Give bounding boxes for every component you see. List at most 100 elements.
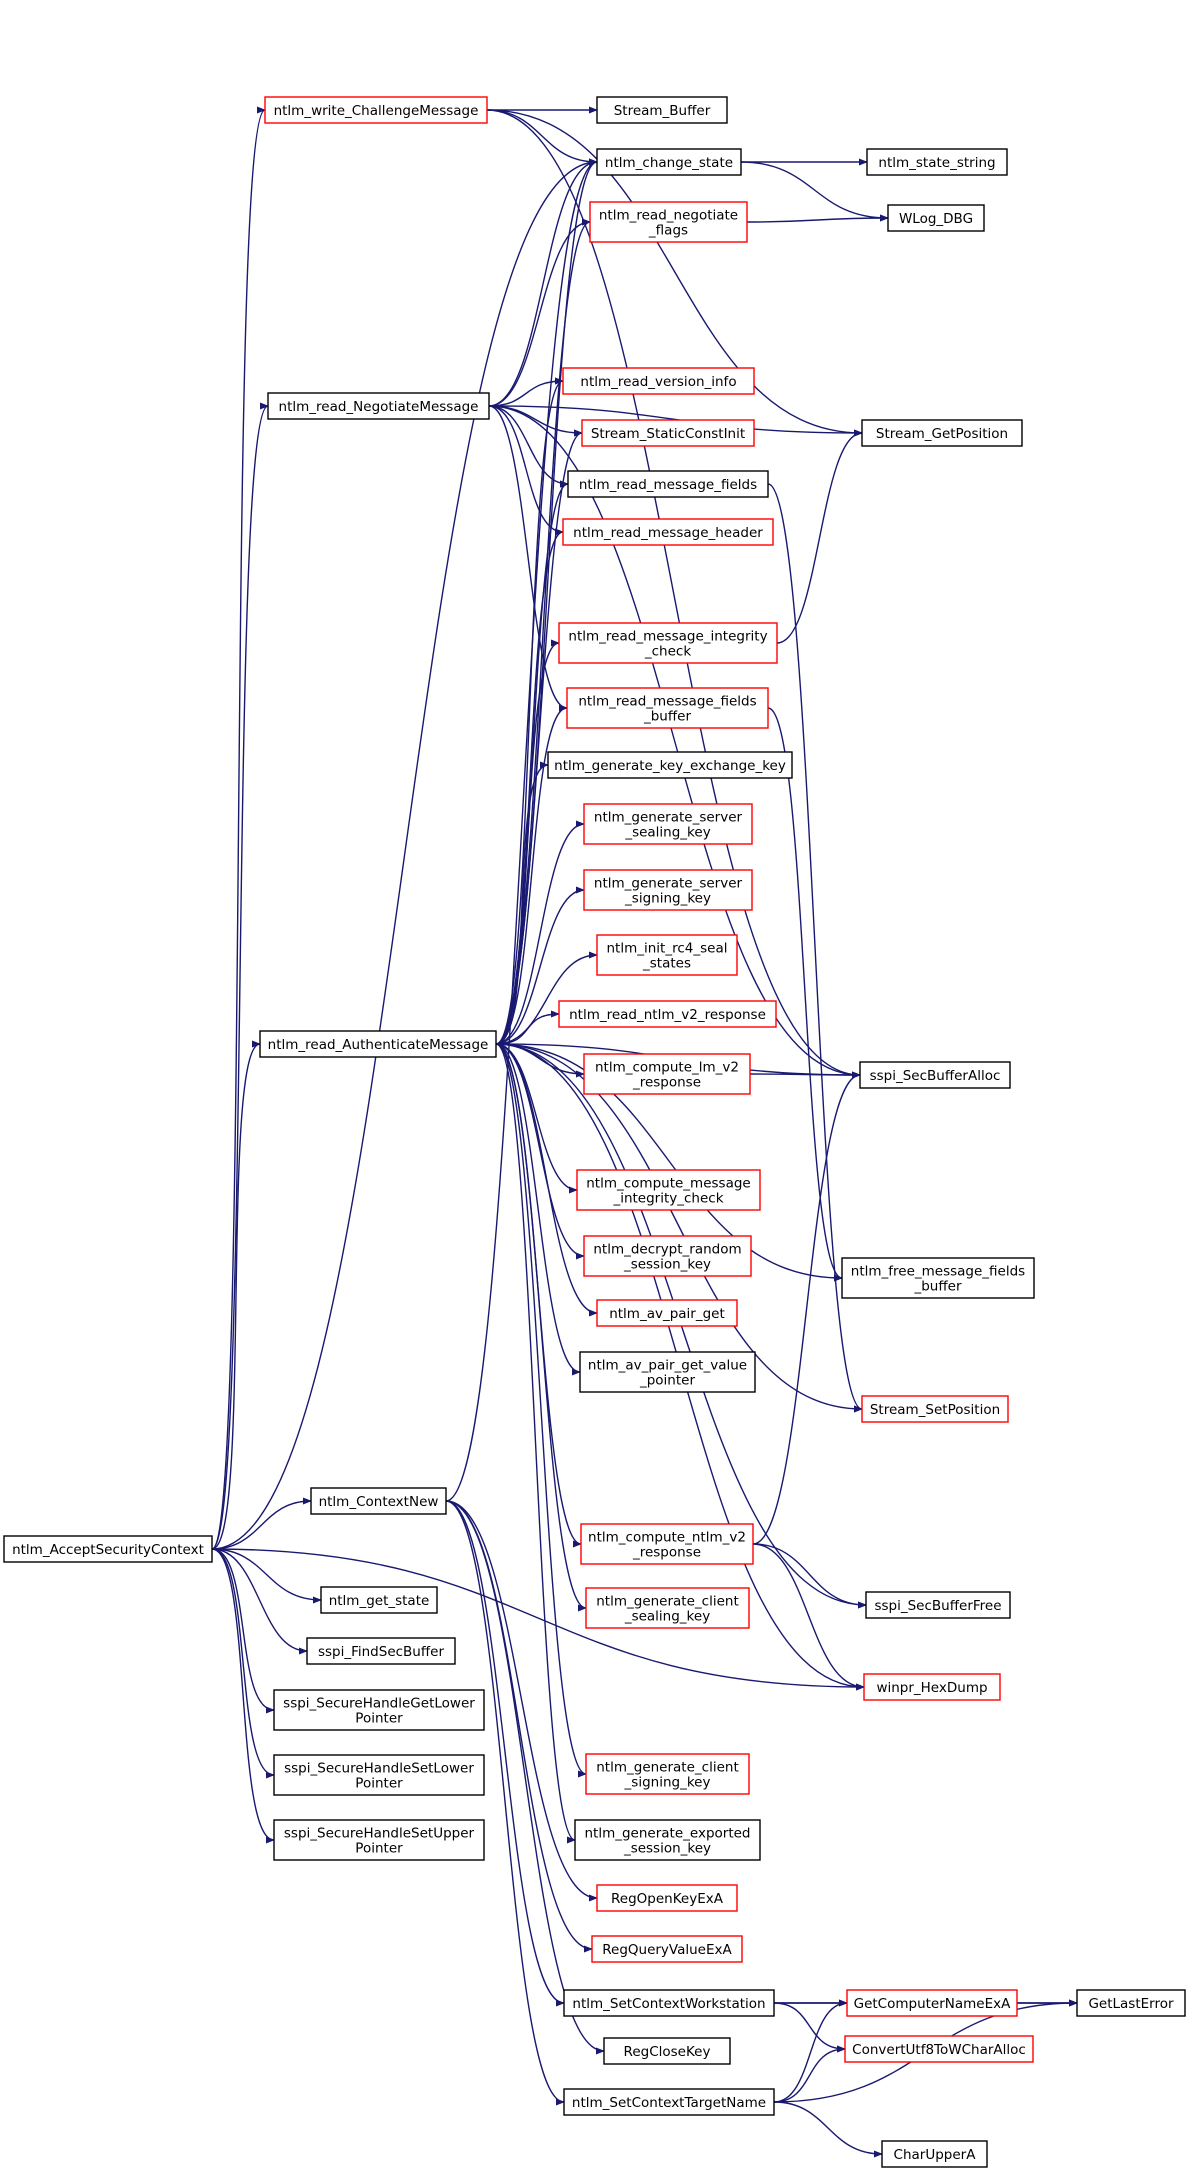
node-box	[259, 1030, 497, 1058]
node-wlog-dbg[interactable]: WLog_DBG	[887, 204, 985, 232]
node-stream-static[interactable]: Stream_StaticConstInit	[581, 419, 755, 447]
node-compute-lm-v2[interactable]: ntlm_compute_lm_v2_response	[583, 1053, 751, 1095]
node-write-challenge[interactable]: ntlm_write_ChallengeMessage	[264, 96, 488, 124]
node-free-fields-buffer[interactable]: ntlm_free_message_fields_buffer	[841, 1257, 1035, 1299]
node-read-fields-buffer[interactable]: ntlm_read_message_fields_buffer	[566, 687, 769, 729]
node-box	[547, 751, 793, 779]
node-gen-server-sealing[interactable]: ntlm_generate_server_sealing_key	[583, 803, 753, 845]
node-box	[273, 1689, 485, 1731]
node-hexdump[interactable]: winpr_HexDump	[863, 1673, 1001, 1701]
edge-read_authenticate-to-init_rc4	[495, 951, 598, 1045]
node-init-rc4[interactable]: ntlm_init_rc4_seal_states	[596, 934, 738, 976]
node-box	[576, 1169, 761, 1211]
node-read-neg-flags[interactable]: ntlm_read_negotiate_flags	[589, 201, 748, 243]
edge-read_negotiate-to-secbuffer_alloc	[488, 405, 861, 1079]
node-convert-utf8[interactable]: ConvertUtf8ToWCharAlloc	[844, 2035, 1034, 2063]
node-root[interactable]: ntlm_AcceptSecurityContext	[3, 1535, 213, 1563]
node-read-version[interactable]: ntlm_read_version_info	[562, 367, 755, 395]
node-label: sspi_SecureHandleSetUpper	[284, 1826, 475, 1842]
node-gen-key-exchange[interactable]: ntlm_generate_key_exchange_key	[547, 751, 793, 779]
node-get-last-error[interactable]: GetLastError	[1076, 1989, 1186, 2017]
node-label: WLog_DBG	[899, 211, 973, 227]
edge-root-to-hexdump	[211, 1548, 865, 1691]
node-label: ntlm_generate_client	[596, 1760, 739, 1776]
edge-root-to-handle_get_lower	[211, 1548, 275, 1714]
node-label: RegQueryValueExA	[602, 1942, 732, 1958]
node-av-pair-get[interactable]: ntlm_av_pair_get	[596, 1299, 738, 1327]
node-compute-ntlm-v2[interactable]: ntlm_compute_ntlm_v2_response	[580, 1523, 754, 1565]
node-label: ntlm_read_version_info	[580, 374, 736, 390]
node-secbuffer-free[interactable]: sspi_SecBufferFree	[865, 1591, 1011, 1619]
edge-read_authenticate-to-read_integrity	[495, 639, 560, 1045]
node-decrypt-random[interactable]: ntlm_decrypt_random_session_key	[583, 1235, 752, 1277]
node-gen-client-sealing[interactable]: ntlm_generate_client_sealing_key	[585, 1587, 750, 1629]
node-reg-query[interactable]: RegQueryValueExA	[591, 1935, 743, 1963]
node-av-pair-value[interactable]: ntlm_av_pair_get_value_pointer	[579, 1351, 756, 1393]
edge-read_authenticate-to-read_msg_header	[495, 528, 564, 1045]
node-read-integrity[interactable]: ntlm_read_message_integrity_check	[558, 622, 778, 664]
node-stream-buffer[interactable]: Stream_Buffer	[596, 96, 728, 124]
edge-read_authenticate-to-av_pair_value	[495, 1043, 581, 1376]
node-reg-close[interactable]: RegCloseKey	[603, 2037, 731, 2065]
edge-read_authenticate-to-gen_client_signing	[495, 1043, 587, 1778]
node-compute-integrity[interactable]: ntlm_compute_message_integrity_check	[576, 1169, 761, 1211]
edge-set_target_name-to-get_computer_name	[773, 1999, 848, 2103]
node-box	[583, 803, 753, 845]
node-read-negotiate[interactable]: ntlm_read_NegotiateMessage	[267, 392, 490, 420]
edge-read_authenticate-to-gen_exported	[495, 1043, 576, 1844]
node-stream-setpos[interactable]: Stream_SetPosition	[861, 1395, 1009, 1423]
node-box	[583, 1235, 752, 1277]
edge-root-to-context_new	[211, 1497, 312, 1550]
node-set-workstation[interactable]: ntlm_SetContextWorkstation	[563, 1989, 775, 2017]
edge-read_authenticate-to-av_pair_get	[495, 1043, 598, 1317]
node-box	[596, 148, 742, 176]
edge-read_fields_buffer-to-free_fields_buffer	[767, 707, 843, 1282]
node-box	[841, 1257, 1035, 1299]
node-secbuffer-alloc[interactable]: sspi_SecBufferAlloc	[859, 1061, 1011, 1089]
node-label: ntlm_generate_server	[594, 876, 743, 892]
node-stream-getpos[interactable]: Stream_GetPosition	[861, 419, 1023, 447]
node-box	[844, 2035, 1034, 2063]
node-gen-client-signing[interactable]: ntlm_generate_client_signing_key	[585, 1753, 750, 1795]
node-context-new[interactable]: ntlm_ContextNew	[310, 1487, 447, 1515]
edge-layer	[211, 106, 1078, 2158]
node-state-string[interactable]: ntlm_state_string	[866, 148, 1008, 176]
node-label: ntlm_av_pair_get	[609, 1306, 725, 1322]
edge-context_new-to-reg_close	[445, 1500, 605, 2055]
node-change-state[interactable]: ntlm_change_state	[596, 148, 742, 176]
node-set-target-name[interactable]: ntlm_SetContextTargetName	[563, 2088, 775, 2116]
node-get-state[interactable]: ntlm_get_state	[320, 1586, 438, 1614]
edge-read_authenticate-to-stream_setpos	[495, 1043, 863, 1413]
node-box	[562, 367, 755, 395]
node-label: _pointer	[639, 1373, 695, 1389]
node-read-msg-header[interactable]: ntlm_read_message_header	[562, 518, 774, 546]
node-get-computer-name[interactable]: GetComputerNameExA	[846, 1989, 1018, 2017]
edge-write_challenge-to-stream_getpos	[486, 109, 863, 437]
node-label: ntlm_state_string	[878, 155, 995, 171]
node-label: sspi_SecBufferAlloc	[870, 1068, 1001, 1084]
node-reg-open[interactable]: RegOpenKeyExA	[596, 1884, 738, 1912]
node-box	[566, 687, 769, 729]
node-label: _response	[632, 1075, 701, 1091]
edge-root-to-read_authenticate	[211, 1040, 261, 1550]
node-gen-server-signing[interactable]: ntlm_generate_server_signing_key	[583, 869, 753, 911]
node-find-secbuffer[interactable]: sspi_FindSecBuffer	[306, 1637, 456, 1665]
edge-read_authenticate-to-gen_key_exchange	[495, 761, 549, 1045]
edge-read_authenticate-to-gen_client_sealing	[495, 1043, 587, 1612]
node-label: ntlm_read_message_header	[573, 525, 763, 541]
node-read-msg-fields[interactable]: ntlm_read_message_fields	[567, 470, 769, 498]
node-read-ntlm-v2[interactable]: ntlm_read_ntlm_v2_response	[558, 1000, 777, 1028]
node-label: ntlm_read_NegotiateMessage	[279, 399, 479, 415]
node-label: ntlm_compute_message	[586, 1176, 750, 1192]
node-label: ntlm_read_message_fields	[578, 694, 756, 710]
node-gen-exported[interactable]: ntlm_generate_exported_session_key	[574, 1819, 761, 1861]
node-box	[846, 1989, 1018, 2017]
node-char-upper[interactable]: CharUpperA	[881, 2140, 988, 2168]
node-read-authenticate[interactable]: ntlm_read_AuthenticateMessage	[259, 1030, 497, 1058]
node-box	[563, 2088, 775, 2116]
node-box	[859, 1061, 1011, 1089]
